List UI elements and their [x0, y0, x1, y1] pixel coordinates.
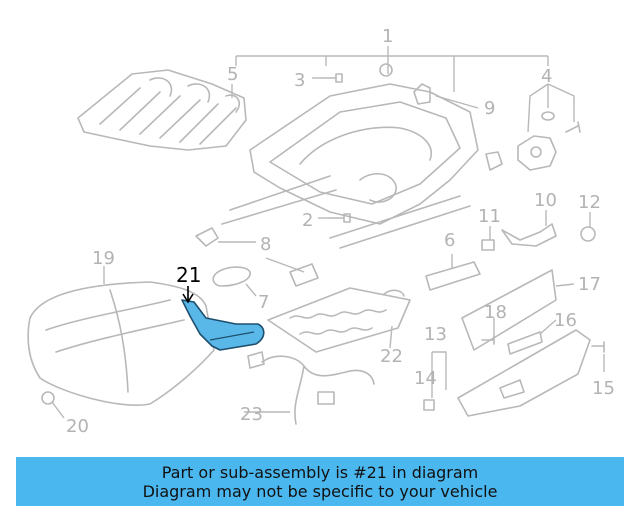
- part-5-panel: [77, 69, 247, 151]
- part-15-screw: [591, 341, 605, 353]
- part-19-cushion: [27, 281, 215, 406]
- callout-5: 5: [227, 64, 238, 85]
- part-4-recliner: [517, 111, 581, 171]
- callout-12: 12: [578, 192, 601, 213]
- part-1-seat-frame: [221, 63, 479, 249]
- banner-line-2: Diagram may not be specific to your vehi…: [142, 481, 498, 501]
- callout-9: 9: [484, 98, 495, 119]
- callout-2: 2: [302, 210, 313, 231]
- callout-1: 1: [382, 26, 393, 47]
- part-8-brackets: [195, 227, 319, 287]
- part-6-bezel: [425, 261, 481, 291]
- callout-14: 14: [414, 368, 437, 389]
- part-18-fastener: [481, 335, 495, 345]
- part-17-wire: [461, 269, 557, 351]
- callout-21: 21: [176, 263, 201, 287]
- part-9-clip: [413, 83, 503, 171]
- callout-13: 13: [424, 324, 447, 345]
- leader-lines: [51, 46, 605, 419]
- callout-15: 15: [592, 378, 615, 399]
- callout-16: 16: [554, 310, 577, 331]
- info-banner: Part or sub-assembly is #21 in diagram D…: [16, 457, 624, 506]
- part-21-highlighted: [181, 299, 265, 351]
- part-10-lever: [501, 223, 557, 247]
- callout-7: 7: [258, 292, 269, 313]
- callout-20: 20: [66, 416, 89, 437]
- part-23-harness: [247, 351, 375, 425]
- part-3-bolt: [321, 73, 343, 83]
- callout-21-arrow: [182, 286, 194, 304]
- part-14-clip: [423, 399, 435, 411]
- banner-line-1: Part or sub-assembly is #21 in diagram: [161, 462, 479, 482]
- part-7-cover: [212, 266, 251, 287]
- part-16-trim: [507, 331, 543, 355]
- callout-10: 10: [534, 190, 557, 211]
- callout-22: 22: [380, 346, 403, 367]
- part-20-clip: [41, 391, 55, 405]
- callout-4: 4: [541, 66, 552, 87]
- callout-labels: 1 2 3 4 5 6 7 8 9 10 11 12 13 14 15 16 1…: [66, 26, 615, 437]
- callout-23: 23: [240, 404, 263, 425]
- callout-3: 3: [294, 70, 305, 91]
- callout-11: 11: [478, 206, 501, 227]
- callout-17: 17: [578, 274, 601, 295]
- parts-diagram: 1 2 3 4 5 6 7 8 9 10 11 12 13 14 15 16 1…: [27, 26, 615, 437]
- part-12-knob: [580, 226, 596, 242]
- callout-6: 6: [444, 230, 455, 251]
- callout-19: 19: [92, 248, 115, 269]
- part-2-bolt: [329, 213, 351, 223]
- part-11-switch: [481, 239, 495, 251]
- part-22-spring-mat: [267, 287, 411, 353]
- part-21-shape: [181, 299, 265, 351]
- callout-8: 8: [260, 234, 271, 255]
- part-13-side-shield: [457, 329, 591, 417]
- callout-18: 18: [484, 302, 507, 323]
